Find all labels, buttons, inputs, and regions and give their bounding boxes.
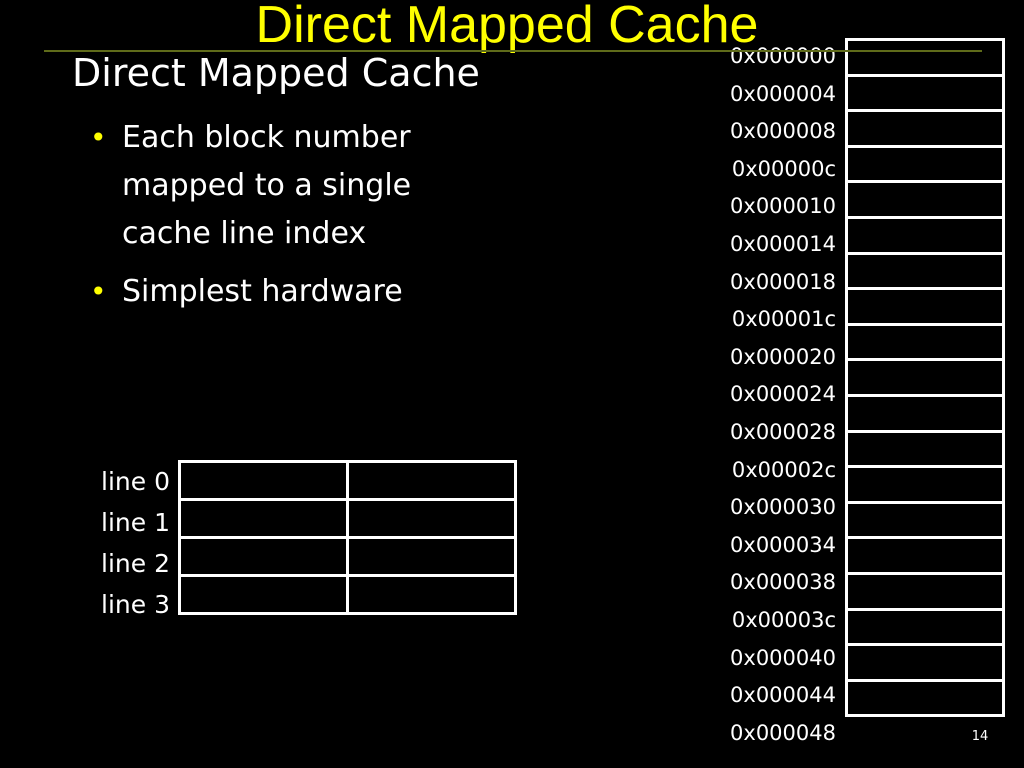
cache-row xyxy=(178,574,517,615)
memory-address: 0x000004 xyxy=(730,81,836,106)
cache-cell xyxy=(346,574,517,615)
memory-cell xyxy=(845,393,1005,433)
memory-row xyxy=(845,500,1005,540)
memory-address: 0x000030 xyxy=(730,495,836,520)
cache-cell xyxy=(178,574,349,615)
memory-cell xyxy=(845,678,1005,718)
memory-row xyxy=(845,322,1005,362)
cache-row xyxy=(178,460,517,501)
memory-address: 0x000040 xyxy=(730,645,836,670)
memory-address: 0x000038 xyxy=(730,570,836,595)
memory-cell xyxy=(845,322,1005,362)
cache-cell xyxy=(178,498,349,539)
memory-cell xyxy=(845,571,1005,611)
cache-cell xyxy=(178,460,349,501)
memory-row xyxy=(845,607,1005,647)
memory-address: 0x00001c xyxy=(731,307,836,332)
cache-line-label: line 1 xyxy=(101,508,170,537)
cache-row xyxy=(178,536,517,577)
memory-row xyxy=(845,251,1005,291)
cache-line-label: line 2 xyxy=(101,549,170,578)
memory-row xyxy=(845,393,1005,433)
memory-table xyxy=(845,38,1005,718)
cache-cell xyxy=(346,460,517,501)
memory-row xyxy=(845,358,1005,397)
memory-cell xyxy=(845,465,1005,504)
memory-address: 0x000024 xyxy=(730,382,836,407)
memory-cell xyxy=(845,109,1005,148)
memory-cell xyxy=(845,287,1005,326)
memory-row xyxy=(845,38,1005,77)
memory-address: 0x000028 xyxy=(730,419,836,444)
title-underline xyxy=(44,50,982,52)
bullet-dot-icon: • xyxy=(90,121,107,154)
memory-cell xyxy=(845,607,1005,647)
memory-address-labels: 0x000000 0x000004 0x000008 0x00000c 0x000010… xyxy=(700,38,836,752)
memory-row xyxy=(845,536,1005,575)
memory-cell xyxy=(845,358,1005,397)
memory-cell xyxy=(845,251,1005,291)
memory-cell xyxy=(845,500,1005,540)
memory-address: 0x000034 xyxy=(730,532,836,557)
memory-cell xyxy=(845,643,1005,682)
memory-address: 0x00002c xyxy=(731,457,836,482)
slide-title: Direct Mapped Cache xyxy=(255,0,759,54)
memory-row xyxy=(845,180,1005,219)
memory-cell xyxy=(845,536,1005,575)
memory-address: 0x00003c xyxy=(731,607,836,632)
memory-cell xyxy=(845,215,1005,255)
cache-table xyxy=(178,460,517,615)
memory-row xyxy=(845,73,1005,113)
memory-address: 0x000014 xyxy=(730,231,836,256)
bullet-text: Each block number mapped to a single cac… xyxy=(122,120,412,251)
memory-row xyxy=(845,465,1005,504)
memory-row xyxy=(845,144,1005,184)
cache-row xyxy=(178,498,517,539)
cache-line-label: line 3 xyxy=(101,590,170,619)
memory-cell xyxy=(845,38,1005,77)
memory-address: 0x000020 xyxy=(730,344,836,369)
content-heading: Direct Mapped Cache xyxy=(72,51,480,95)
memory-row xyxy=(845,678,1005,718)
bullet-item: • Each block number mapped to a single c… xyxy=(90,114,460,258)
memory-address: 0x000018 xyxy=(730,269,836,294)
cache-line-labels: line 0 line 1 line 2 line 3 xyxy=(60,461,170,625)
memory-cell xyxy=(845,73,1005,113)
bullet-dot-icon: • xyxy=(90,275,107,308)
memory-row xyxy=(845,109,1005,148)
cache-line-label: line 0 xyxy=(101,467,170,496)
bullet-text: Simplest hardware xyxy=(122,274,403,309)
memory-address: 0x000048 xyxy=(730,720,836,745)
memory-row xyxy=(845,571,1005,611)
cache-cell xyxy=(178,536,349,577)
memory-row xyxy=(845,643,1005,682)
memory-cell xyxy=(845,144,1005,184)
memory-address: 0x000008 xyxy=(730,119,836,144)
memory-address: 0x000044 xyxy=(730,683,836,708)
bullet-item: • Simplest hardware xyxy=(90,268,460,316)
memory-row xyxy=(845,429,1005,469)
memory-cell xyxy=(845,180,1005,219)
memory-row xyxy=(845,287,1005,326)
cache-cell xyxy=(346,498,517,539)
memory-row xyxy=(845,215,1005,255)
cache-cell xyxy=(346,536,517,577)
bullet-list: • Each block number mapped to a single c… xyxy=(90,114,460,326)
memory-address: 0x000010 xyxy=(730,194,836,219)
slide-number: 14 xyxy=(971,729,989,744)
memory-address: 0x000000 xyxy=(730,44,836,68)
memory-cell xyxy=(845,429,1005,469)
memory-address: 0x00000c xyxy=(731,156,836,181)
